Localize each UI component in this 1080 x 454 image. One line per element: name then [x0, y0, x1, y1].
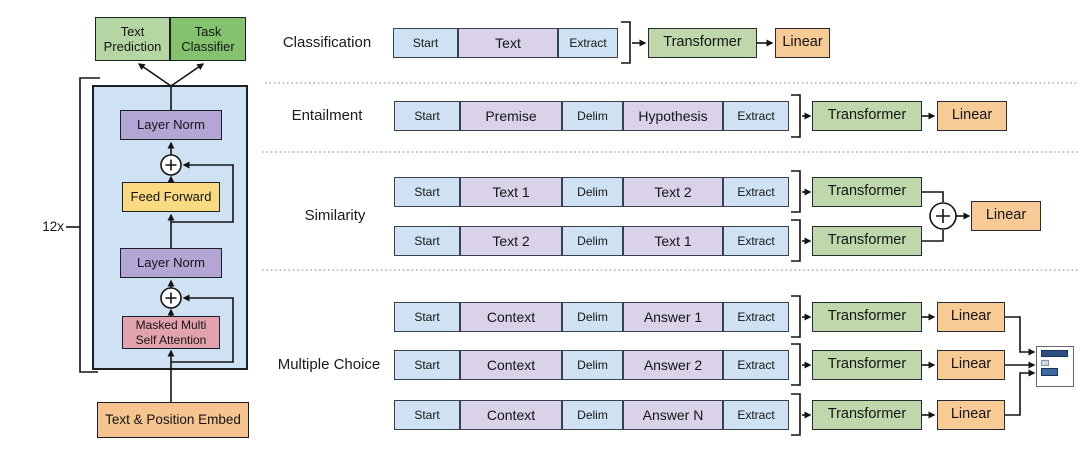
- layer-norm-top-box: Layer Norm: [120, 110, 222, 140]
- segment-extract: Extract: [723, 177, 789, 207]
- repeat-12x-label: 12x: [42, 219, 64, 234]
- add-circle-icon: [929, 202, 957, 230]
- segment-text2: Text 2: [460, 226, 562, 256]
- segment-start: Start: [393, 28, 458, 58]
- feed-forward-box: Feed Forward: [122, 182, 220, 212]
- masked-multi-self-attention-box: Masked Multi Self Attention: [122, 316, 220, 349]
- segment-text1: Text 1: [460, 177, 562, 207]
- segment-answer2: Answer 2: [623, 350, 723, 380]
- segment-delim: Delim: [562, 226, 623, 256]
- task-label-entailment: Entailment: [291, 107, 363, 125]
- segment-start: Start: [394, 177, 460, 207]
- segment-extract: Extract: [723, 400, 789, 430]
- probability-bar-1: [1041, 350, 1068, 357]
- probability-bar-3: [1041, 368, 1058, 376]
- segment-delim: Delim: [562, 350, 623, 380]
- transformer-box: Transformer: [812, 101, 922, 131]
- segment-delim: Delim: [562, 302, 623, 332]
- task-label-similarity: Similarity: [304, 207, 366, 225]
- segment-extract: Extract: [723, 350, 789, 380]
- segment-premise: Premise: [460, 101, 562, 131]
- text-prediction-box: Text Prediction: [95, 17, 170, 61]
- segment-extract: Extract: [723, 226, 789, 256]
- transformer-box: Transformer: [812, 302, 922, 332]
- linear-box: Linear: [937, 302, 1005, 332]
- layer-norm-bottom-box: Layer Norm: [120, 248, 222, 278]
- segment-extract: Extract: [558, 28, 618, 58]
- segment-answer1: Answer 1: [623, 302, 723, 332]
- segment-start: Start: [394, 350, 460, 380]
- segment-answerN: Answer N: [623, 400, 723, 430]
- segment-context: Context: [460, 400, 562, 430]
- transformer-box: Transformer: [812, 226, 922, 256]
- segment-start: Start: [394, 302, 460, 332]
- linear-box: Linear: [937, 350, 1005, 380]
- segment-delim: Delim: [562, 177, 623, 207]
- segment-delim: Delim: [562, 400, 623, 430]
- transformer-box: Transformer: [812, 350, 922, 380]
- linear-box: Linear: [971, 201, 1041, 231]
- segment-extract: Extract: [723, 302, 789, 332]
- segment-context: Context: [460, 302, 562, 332]
- segment-start: Start: [394, 101, 460, 131]
- segment-text: Text: [458, 28, 558, 58]
- task-classifier-box: Task Classifier: [170, 17, 246, 61]
- linear-box: Linear: [937, 101, 1007, 131]
- transformer-box: Transformer: [812, 177, 922, 207]
- linear-box: Linear: [937, 400, 1005, 430]
- segment-extract: Extract: [723, 101, 789, 131]
- segment-delim: Delim: [562, 101, 623, 131]
- segment-text2: Text 2: [623, 177, 723, 207]
- probability-bar-2: [1041, 360, 1049, 366]
- segment-hypothesis: Hypothesis: [623, 101, 723, 131]
- task-label-multiple-choice: Multiple Choice: [277, 356, 381, 374]
- segment-context: Context: [460, 350, 562, 380]
- segment-start: Start: [394, 226, 460, 256]
- transformer-box: Transformer: [648, 28, 757, 58]
- text-position-embed-box: Text & Position Embed: [97, 402, 249, 438]
- linear-box: Linear: [775, 28, 830, 58]
- transformer-box: Transformer: [812, 400, 922, 430]
- segment-start: Start: [394, 400, 460, 430]
- segment-text1: Text 1: [623, 226, 723, 256]
- task-label-classification: Classification: [282, 34, 372, 52]
